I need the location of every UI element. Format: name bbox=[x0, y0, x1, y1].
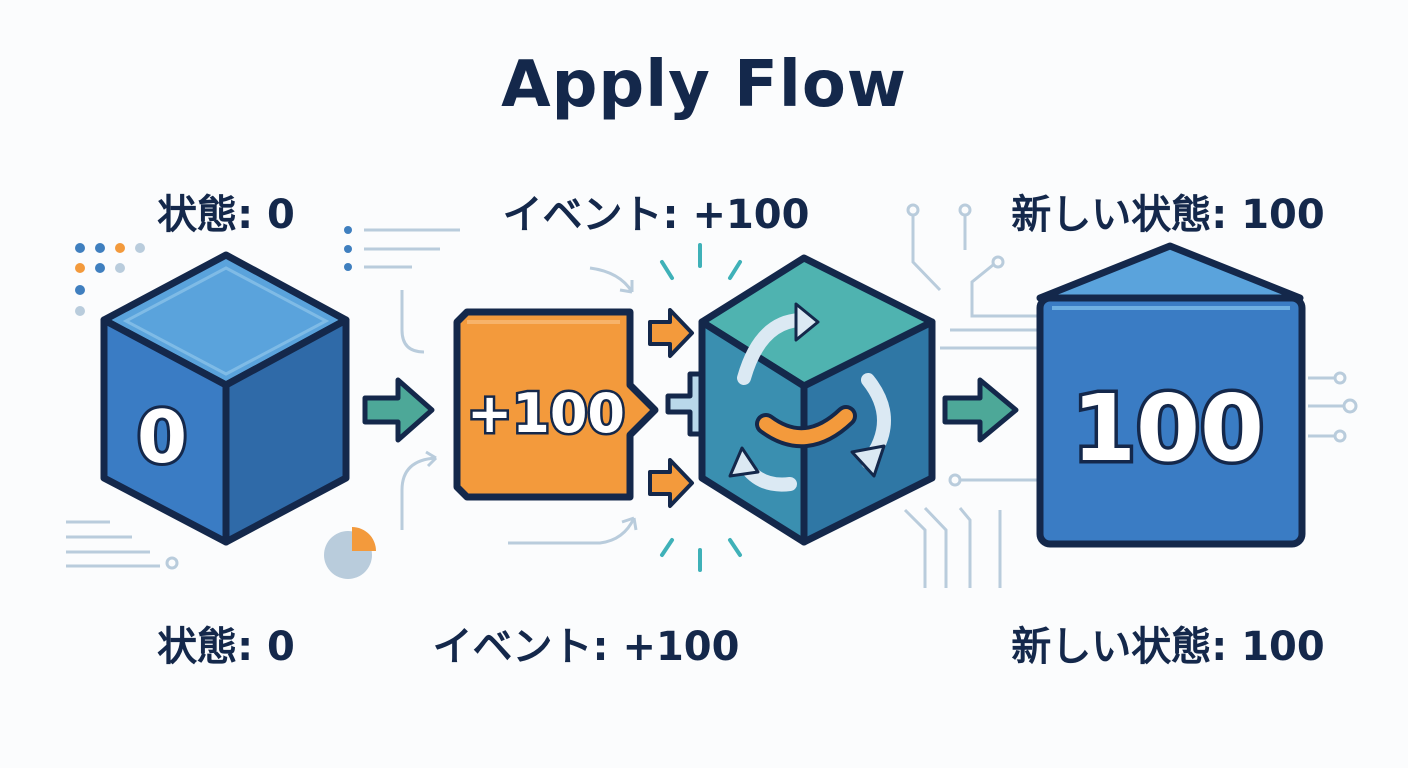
decorative-list-lines bbox=[344, 226, 638, 545]
label-state-top: 状態: 0 bbox=[157, 192, 295, 238]
arrow-icon bbox=[942, 377, 1019, 443]
label-new-state-top: 新しい状態: 100 bbox=[1011, 192, 1325, 238]
circuit-lines bbox=[903, 203, 1358, 588]
label-new-state-bottom: 新しい状態: 100 bbox=[1011, 624, 1325, 670]
pie-chart-icon bbox=[324, 527, 376, 579]
initial-state-cube: 0 bbox=[100, 251, 350, 546]
result-value: 100 bbox=[1072, 375, 1264, 482]
decorative-lines-left bbox=[66, 520, 179, 570]
arrow-icon bbox=[362, 377, 435, 443]
result-block: 100 bbox=[1036, 242, 1306, 548]
label-state-bottom: 状態: 0 bbox=[157, 624, 295, 670]
event-tag: +100 bbox=[453, 308, 659, 501]
burst-lines bbox=[660, 243, 742, 572]
label-event-bottom: イベント: +100 bbox=[432, 624, 740, 670]
arrow-icon-small bbox=[648, 308, 694, 508]
diagram-title: Apply Flow bbox=[501, 48, 907, 122]
label-event-top: イベント: +100 bbox=[502, 192, 810, 238]
initial-state-value: 0 bbox=[137, 395, 187, 479]
processing-cube bbox=[698, 254, 936, 546]
decorative-dots bbox=[75, 243, 145, 316]
event-value: +100 bbox=[467, 382, 625, 445]
